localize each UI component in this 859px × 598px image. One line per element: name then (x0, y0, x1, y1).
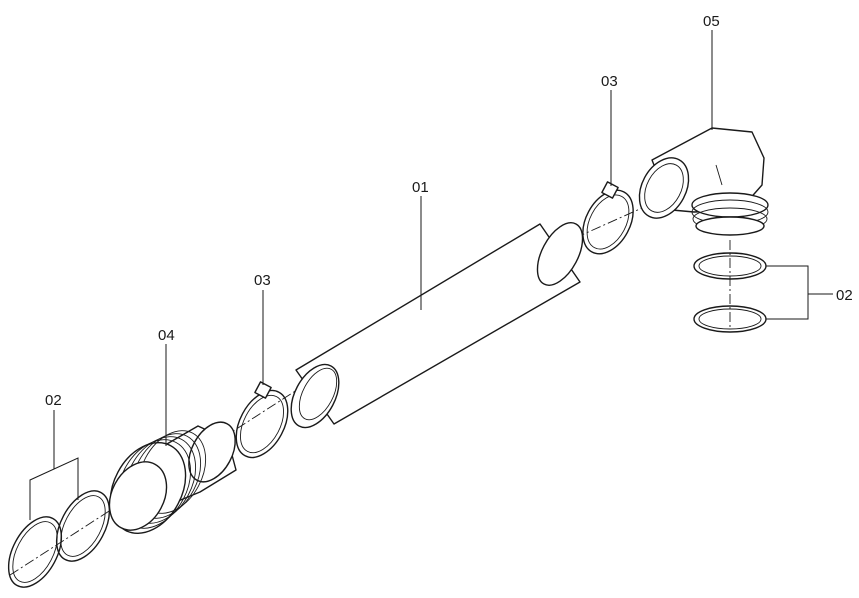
label-part-02-right: 02 (836, 287, 853, 304)
seal-ring-left-inner (55, 490, 111, 562)
label-part-04: 04 (158, 327, 175, 344)
hose-clamp-right (582, 181, 634, 255)
threaded-adapter (108, 421, 237, 534)
leader-lines (29, 30, 833, 520)
label-part-05: 05 (703, 13, 720, 30)
elbow-fitting (638, 127, 769, 236)
label-part-03-left: 03 (254, 272, 271, 289)
label-part-02-left: 02 (45, 392, 62, 409)
hose-clamp-left (235, 381, 289, 459)
seal-ring-left-outer (7, 516, 63, 588)
label-part-03-right: 03 (601, 73, 618, 90)
label-part-01: 01 (412, 179, 429, 196)
main-pipe (290, 222, 584, 429)
